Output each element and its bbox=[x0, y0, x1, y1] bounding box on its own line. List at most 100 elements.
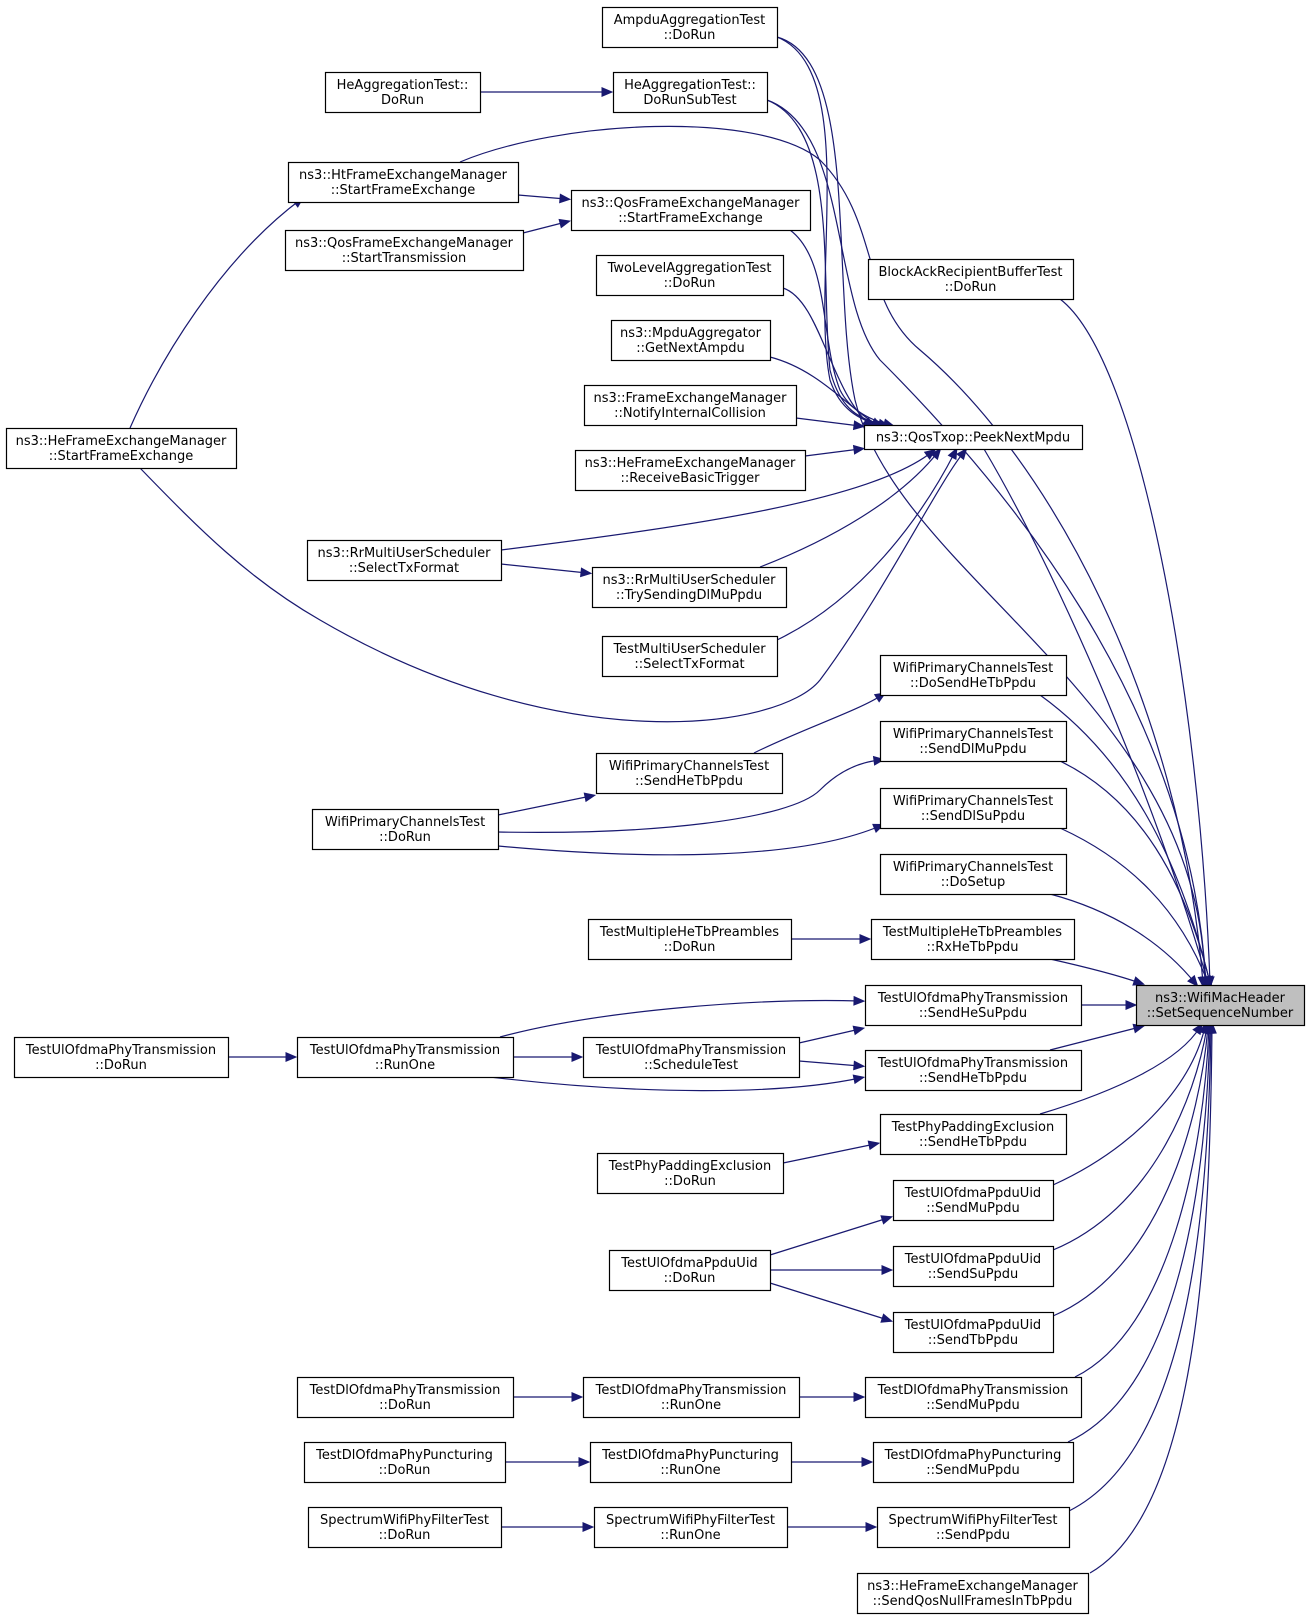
node-box bbox=[601, 6, 779, 49]
caller-node[interactable]: WifiPrimaryChannelsTest::SendHeTbPpdu bbox=[595, 752, 784, 795]
node-box bbox=[593, 1506, 789, 1549]
node-label-line: ::SendMuPpdu bbox=[926, 1201, 1020, 1216]
edge-n43-to-n44 bbox=[787, 1522, 878, 1532]
node-label-line: ns3::WifiMacHeader bbox=[1155, 991, 1286, 1006]
caller-node[interactable]: TestUlOfdmaPhyTransmission::SendHeTbPpdu bbox=[864, 1049, 1083, 1092]
caller-node[interactable]: HeAggregationTest::DoRun bbox=[324, 71, 482, 114]
caller-node[interactable]: TestMultiUserScheduler::SelectTxFormat bbox=[601, 635, 779, 678]
edge-n20-to-n0 bbox=[1059, 760, 1214, 989]
node-label-line: ::DoRun bbox=[95, 1058, 147, 1073]
edge-line bbox=[782, 1143, 876, 1164]
node-label-line: ::SendQosNullFramesInTbPpdu bbox=[873, 1594, 1073, 1609]
arrowhead bbox=[571, 1392, 584, 1402]
edges-layer bbox=[129, 36, 1217, 1574]
caller-node[interactable]: TestMultipleHeTbPreambles::RxHeTbPpdu bbox=[870, 918, 1076, 961]
edge-n38-to-n0 bbox=[1074, 1021, 1214, 1378]
caller-node[interactable]: ns3::HtFrameExchangeManager::StartFrameE… bbox=[287, 161, 520, 204]
node-label-line: TestUlOfdmaPhyTransmission bbox=[877, 1056, 1068, 1071]
node-label-line: WifiPrimaryChannelsTest bbox=[893, 794, 1053, 809]
caller-node[interactable]: TestDlOfdmaPhyPuncturing::SendMuPpdu bbox=[872, 1441, 1075, 1484]
caller-node[interactable]: WifiPrimaryChannelsTest::DoSendHeTbPpdu bbox=[879, 654, 1068, 697]
caller-node[interactable]: BlockAckRecipientBufferTest::DoRun bbox=[867, 258, 1075, 301]
caller-node[interactable]: ns3::HeFrameExchangeManager::StartFrameE… bbox=[5, 427, 238, 470]
caller-node[interactable]: ns3::RrMultiUserScheduler::SelectTxForma… bbox=[306, 539, 503, 582]
caller-node[interactable]: ns3::QosTxop::PeekNextMpdu bbox=[863, 424, 1084, 451]
target-node[interactable]: ns3::WifiMacHeader::SetSequenceNumber bbox=[1135, 984, 1306, 1027]
arrowhead bbox=[559, 193, 572, 204]
arrowhead bbox=[1132, 976, 1146, 986]
edge-n42-to-n43 bbox=[501, 1522, 595, 1532]
node-label-line: WifiPrimaryChannelsTest bbox=[609, 759, 769, 774]
edge-line bbox=[753, 694, 883, 754]
node-label-line: WifiPrimaryChannelsTest bbox=[893, 860, 1053, 875]
node-label-line: ::RxHeTbPpdu bbox=[926, 940, 1018, 955]
edge-line bbox=[1049, 893, 1196, 984]
caller-node[interactable]: ns3::QosFrameExchangeManager::StartTrans… bbox=[284, 229, 525, 272]
arrowhead bbox=[580, 567, 593, 578]
edge-n22-to-n0 bbox=[1049, 893, 1199, 988]
edge-line bbox=[139, 451, 965, 723]
caller-node[interactable]: SpectrumWifiPhyFilterTest::DoRun bbox=[307, 1506, 503, 1549]
edge-n19-to-n21 bbox=[497, 823, 885, 856]
node-label-line: TestPhyPaddingExclusion bbox=[608, 1159, 771, 1174]
caller-node[interactable]: TestUlOfdmaPpduUid::DoRun bbox=[608, 1249, 772, 1292]
caller-node[interactable]: TestUlOfdmaPhyTransmission::DoRun bbox=[13, 1036, 230, 1079]
caller-node[interactable]: SpectrumWifiPhyFilterTest::SendPpdu bbox=[876, 1506, 1071, 1549]
edge-n36-to-n37 bbox=[513, 1392, 584, 1402]
caller-node[interactable]: TestUlOfdmaPhyTransmission::ScheduleTest bbox=[582, 1036, 801, 1079]
caller-node[interactable]: TestUlOfdmaPhyTransmission::RunOne bbox=[296, 1036, 515, 1079]
node-box bbox=[879, 787, 1068, 830]
caller-node[interactable]: TestUlOfdmaPpduUid::SendTbPpdu bbox=[892, 1311, 1055, 1354]
arrowhead bbox=[880, 1313, 894, 1323]
caller-node[interactable]: ns3::HeFrameExchangeManager::ReceiveBasi… bbox=[574, 449, 807, 492]
node-label-line: ::SendDlSuPpdu bbox=[921, 809, 1025, 824]
edge-line bbox=[804, 448, 861, 457]
caller-node[interactable]: TwoLevelAggregationTest::DoRun bbox=[595, 254, 785, 297]
node-label-line: ::StartFrameExchange bbox=[49, 449, 194, 464]
caller-node[interactable]: ns3::RrMultiUserScheduler::TrySendingDlM… bbox=[591, 566, 788, 609]
node-label-line: ::StartTransmission bbox=[342, 251, 467, 266]
caller-node[interactable]: HeAggregationTest::DoRunSubTest bbox=[612, 71, 769, 114]
caller-node[interactable]: TestDlOfdmaPhyTransmission::DoRun bbox=[296, 1376, 515, 1419]
caller-node[interactable]: ns3::QosFrameExchangeManager::StartFrame… bbox=[570, 189, 812, 232]
caller-node[interactable]: TestMultipleHeTbPreambles::DoRun bbox=[587, 918, 793, 961]
node-label-line: ::StartFrameExchange bbox=[331, 183, 476, 198]
caller-node[interactable]: ns3::FrameExchangeManager::NotifyInterna… bbox=[583, 384, 798, 427]
caller-node[interactable]: TestDlOfdmaPhyPuncturing::RunOne bbox=[589, 1441, 793, 1484]
node-label-line: TestUlOfdmaPhyTransmission bbox=[595, 1043, 786, 1058]
caller-node[interactable]: TestDlOfdmaPhyTransmission::RunOne bbox=[582, 1376, 801, 1419]
caller-node[interactable]: WifiPrimaryChannelsTest::SendDlMuPpdu bbox=[879, 720, 1068, 763]
edge-line bbox=[983, 448, 1209, 984]
edge-line bbox=[769, 1217, 889, 1256]
caller-node[interactable]: TestPhyPaddingExclusion::DoRun bbox=[596, 1152, 785, 1195]
arrowhead bbox=[867, 1140, 881, 1151]
caller-node[interactable]: SpectrumWifiPhyFilterTest::RunOne bbox=[593, 1506, 789, 1549]
caller-node[interactable]: AmpduAggregationTest::DoRun bbox=[601, 6, 779, 49]
caller-node[interactable]: TestDlOfdmaPhyTransmission::SendMuPpdu bbox=[864, 1376, 1083, 1419]
edge-n14-to-n15 bbox=[500, 563, 593, 578]
caller-node[interactable]: TestUlOfdmaPhyTransmission::SendHeSuPpdu bbox=[864, 984, 1083, 1027]
node-label-line: ns3::QosFrameExchangeManager bbox=[581, 196, 800, 211]
caller-node[interactable]: TestUlOfdmaPpduUid::SendMuPpdu bbox=[892, 1179, 1055, 1222]
edge-line bbox=[1059, 760, 1211, 984]
caller-node[interactable]: TestPhyPaddingExclusion::SendHeTbPpdu bbox=[879, 1113, 1068, 1156]
caller-node[interactable]: WifiPrimaryChannelsTest::SendDlSuPpdu bbox=[879, 787, 1068, 830]
caller-node[interactable]: ns3::MpduAggregator::GetNextAmpdu bbox=[610, 319, 772, 362]
caller-node[interactable]: TestUlOfdmaPpduUid::SendSuPpdu bbox=[892, 1245, 1055, 1288]
edge-n32-to-n0 bbox=[1052, 1021, 1209, 1186]
node-label-line: ns3::FrameExchangeManager bbox=[593, 391, 787, 406]
caller-node[interactable]: WifiPrimaryChannelsTest::DoSetup bbox=[879, 853, 1068, 896]
node-box bbox=[596, 1152, 785, 1195]
edge-n11-to-n12 bbox=[795, 417, 866, 431]
node-label-line: SpectrumWifiPhyFilterTest bbox=[606, 1513, 775, 1528]
node-label-line: ::StartFrameExchange bbox=[618, 211, 763, 226]
node-box bbox=[296, 1036, 515, 1079]
edge-line bbox=[459, 125, 1204, 984]
node-label-line: ::DoSendHeTbPpdu bbox=[910, 676, 1036, 691]
caller-node[interactable]: ns3::HeFrameExchangeManager::SendQosNull… bbox=[856, 1572, 1090, 1615]
arrowhead bbox=[1187, 974, 1199, 988]
node-label-line: TestUlOfdmaPpduUid bbox=[904, 1186, 1041, 1201]
edge-line bbox=[766, 99, 886, 426]
caller-node[interactable]: TestDlOfdmaPhyPuncturing::DoRun bbox=[303, 1441, 507, 1484]
caller-node[interactable]: WifiPrimaryChannelsTest::DoRun bbox=[311, 808, 500, 851]
